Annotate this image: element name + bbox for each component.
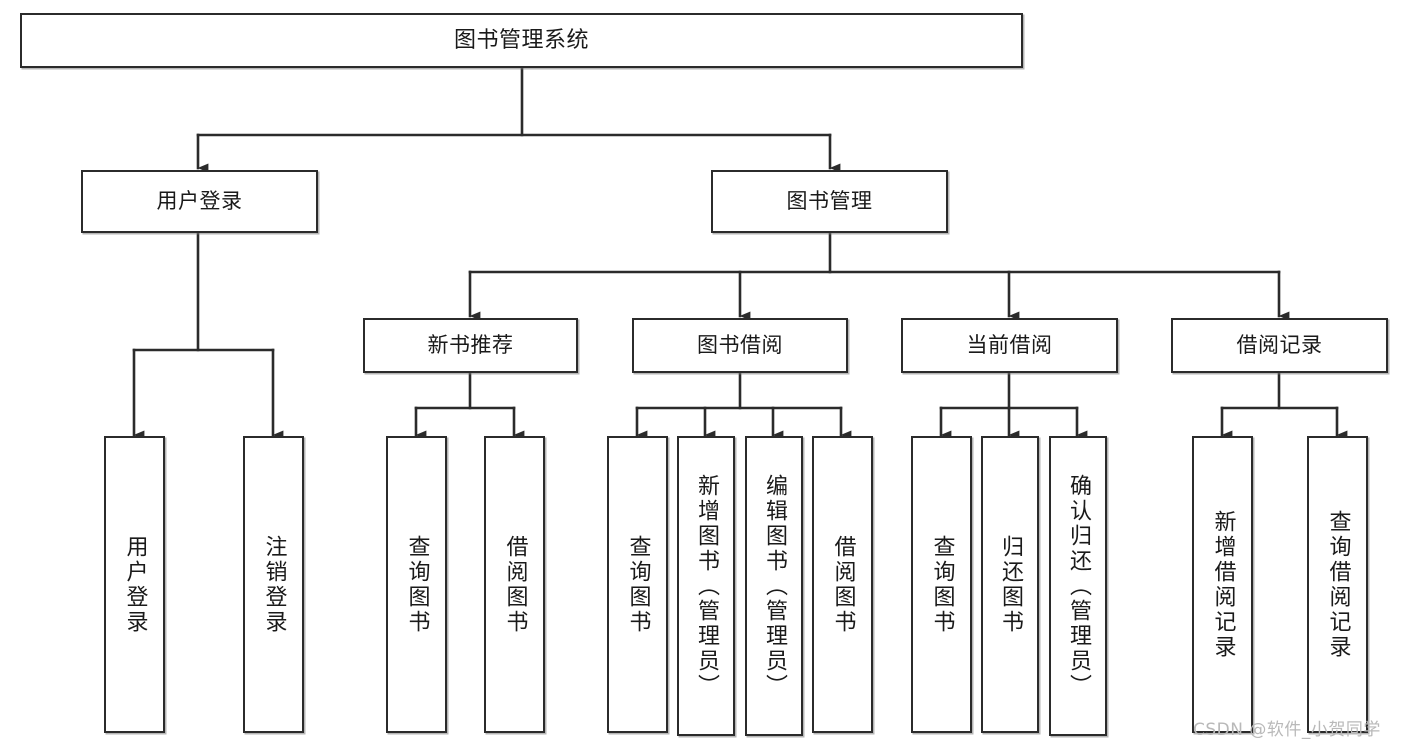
leaf-borrow-book-recommend[interactable]: 借阅图书: [484, 436, 545, 733]
node-label: 用户登录: [156, 189, 243, 214]
node-borrow-record[interactable]: 借阅记录: [1171, 318, 1388, 373]
leaf-query-book-recommend[interactable]: 查询图书: [386, 436, 447, 733]
node-label: 归还图书: [998, 534, 1023, 635]
node-label: 注销登录: [261, 534, 287, 635]
node-book-manage[interactable]: 图书管理: [711, 170, 948, 233]
node-label: 新书推荐: [427, 333, 514, 358]
node-label: 确认归还（管理员）: [1066, 473, 1091, 699]
node-book-borrow[interactable]: 图书借阅: [632, 318, 848, 373]
node-label: 新增借阅记录: [1210, 509, 1236, 660]
leaf-edit-book-admin[interactable]: 编辑图书（管理员）: [745, 436, 803, 736]
node-new-book-recommend[interactable]: 新书推荐: [363, 318, 578, 373]
node-label: 借阅图书: [502, 534, 528, 635]
node-current-borrow[interactable]: 当前借阅: [901, 318, 1118, 373]
node-label: 查询借阅记录: [1325, 509, 1351, 660]
node-label: 借阅图书: [830, 534, 856, 635]
leaf-add-borrow-record[interactable]: 新增借阅记录: [1192, 436, 1253, 733]
node-label: 新增图书（管理员）: [694, 473, 719, 699]
node-label: 编辑图书（管理员）: [762, 473, 787, 699]
leaf-query-borrow-record[interactable]: 查询借阅记录: [1307, 436, 1368, 733]
node-label: 图书管理: [786, 189, 873, 214]
node-label: 图书借阅: [697, 333, 783, 358]
node-label: 查询图书: [625, 534, 651, 635]
leaf-confirm-return-admin[interactable]: 确认归还（管理员）: [1049, 436, 1107, 736]
leaf-return-book[interactable]: 归还图书: [981, 436, 1039, 733]
leaf-query-book-borrow[interactable]: 查询图书: [607, 436, 668, 733]
node-user-login[interactable]: 用户登录: [81, 170, 318, 233]
leaf-logout-login[interactable]: 注销登录: [243, 436, 304, 733]
node-root-book-management-system[interactable]: 图书管理系统: [20, 13, 1023, 68]
leaf-borrow-book-borrow[interactable]: 借阅图书: [812, 436, 873, 733]
leaf-user-login[interactable]: 用户登录: [104, 436, 165, 733]
node-label: 查询图书: [404, 534, 430, 635]
leaf-query-book-current[interactable]: 查询图书: [911, 436, 972, 733]
node-label: 查询图书: [929, 534, 955, 635]
node-label: 当前借阅: [966, 333, 1053, 358]
node-label: 图书管理系统: [453, 27, 589, 53]
node-label: 借阅记录: [1236, 333, 1323, 358]
csdn-watermark: CSDN @软件_小贺同学: [1193, 720, 1381, 740]
leaf-add-book-admin[interactable]: 新增图书（管理员）: [677, 436, 735, 736]
node-label: 用户登录: [122, 534, 148, 635]
